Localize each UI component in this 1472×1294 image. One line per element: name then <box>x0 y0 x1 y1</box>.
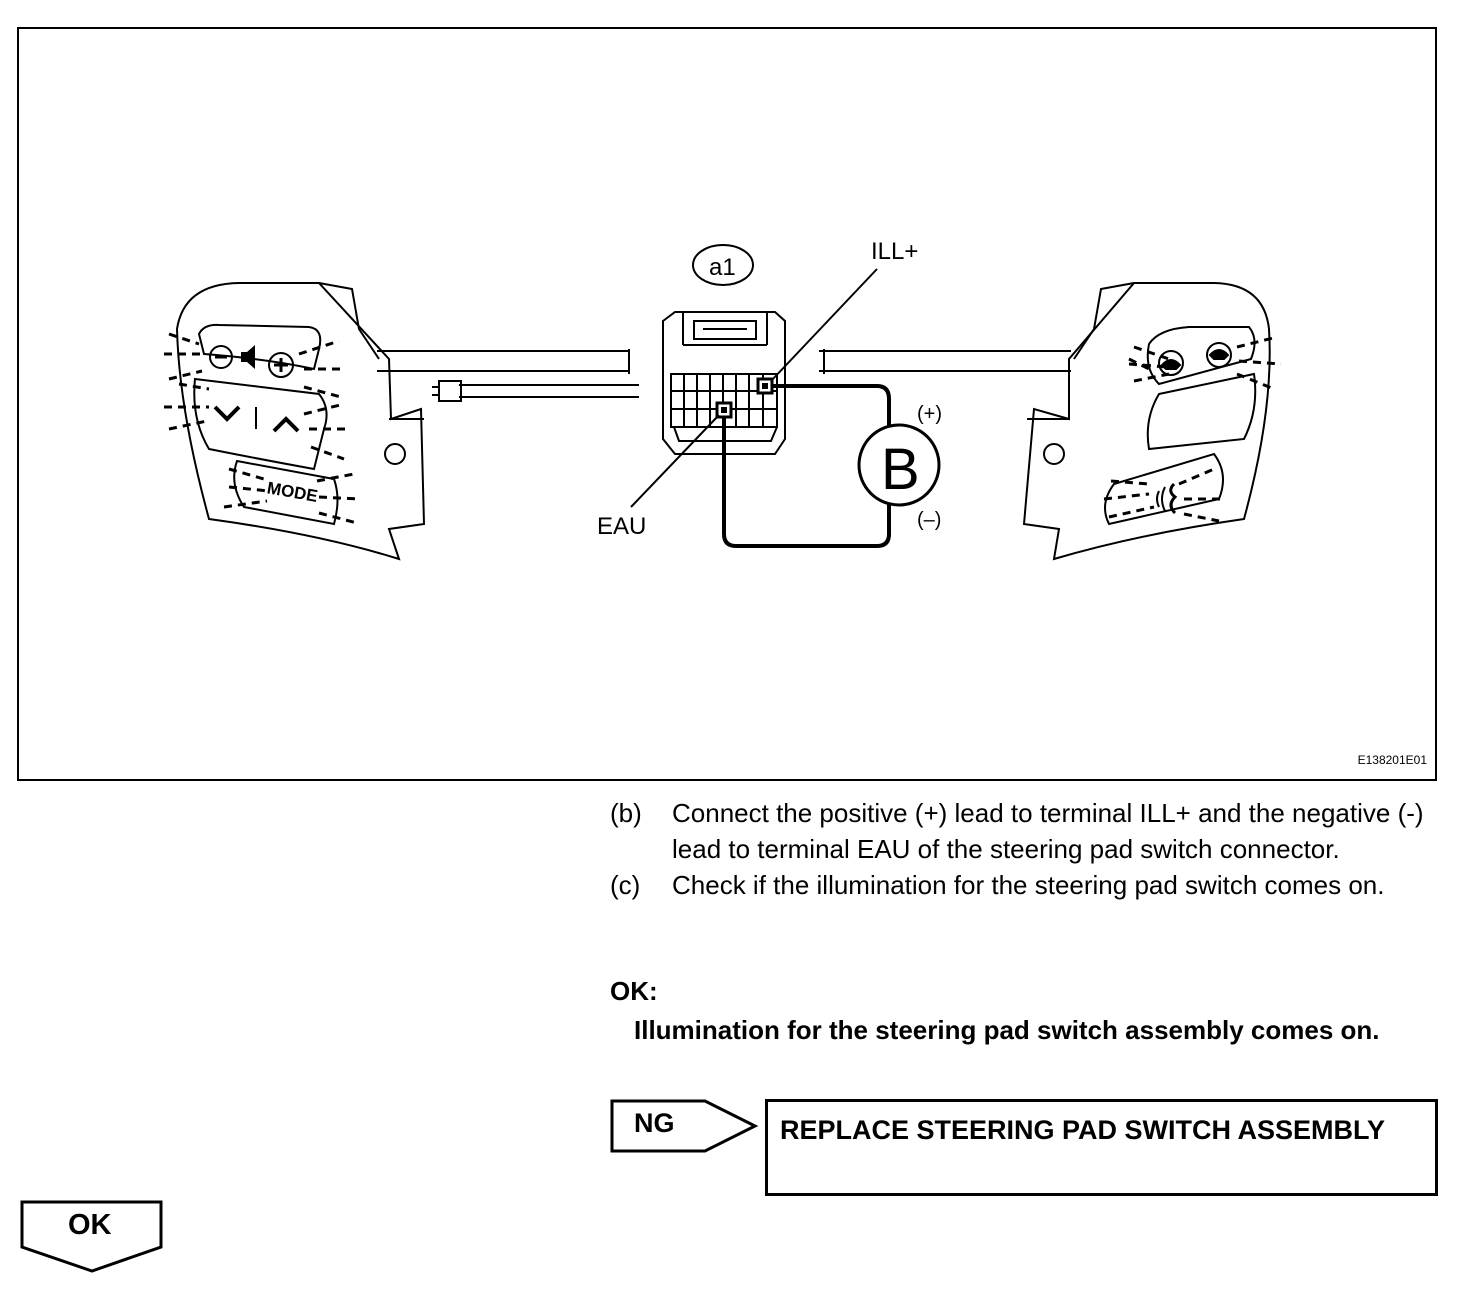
plus-icon <box>268 352 294 378</box>
ok-heading: OK: <box>610 976 658 1006</box>
step-c: (c) Check if the illumination for the st… <box>610 867 1440 903</box>
minus-icon <box>209 345 233 369</box>
step-label: (c) <box>610 870 641 900</box>
meter-symbol-label: B <box>881 437 920 502</box>
negative-mark: (–) <box>917 509 941 531</box>
mode-button-label: MODE <box>266 478 320 506</box>
phone-off-icon <box>1206 342 1232 368</box>
speaker-icon <box>241 345 255 369</box>
step-label: (b) <box>610 798 642 828</box>
chevron-up-icon <box>272 416 300 433</box>
terminal-label-eau: EAU <box>597 513 646 540</box>
step-b: (b) Connect the positive (+) lead to ter… <box>610 795 1440 867</box>
wiring-diagram: MODE a1 <box>164 238 1282 561</box>
positive-mark: (+) <box>917 403 942 425</box>
phone-on-icon <box>1158 350 1184 376</box>
ok-criteria: Illumination for the steering pad switch… <box>634 1015 1380 1045</box>
ng-label: NG <box>634 1108 675 1138</box>
step-text: Check if the illumination for the steeri… <box>672 870 1385 900</box>
meter-symbol <box>857 423 941 507</box>
voice-icon <box>1156 482 1178 515</box>
figure-frame: MODE a1 <box>17 27 1437 781</box>
ng-action-text: REPLACE STEERING PAD SWITCH ASSEMBLY <box>780 1115 1386 1145</box>
ng-action-box: REPLACE STEERING PAD SWITCH ASSEMBLY <box>765 1099 1438 1196</box>
step-text: Connect the positive (+) lead to termina… <box>672 798 1424 864</box>
figure-code: E138201E01 <box>1357 753 1427 767</box>
terminal-label-ill: ILL+ <box>871 238 918 265</box>
chevron-down-icon <box>213 405 241 422</box>
ok-arrow-label: OK <box>68 1209 112 1241</box>
ng-arrow[interactable] <box>610 1098 760 1154</box>
connector-label-a1: a1 <box>709 254 736 281</box>
procedure-steps: (b) Connect the positive (+) lead to ter… <box>610 795 1440 903</box>
ok-arrow[interactable] <box>20 1200 164 1274</box>
